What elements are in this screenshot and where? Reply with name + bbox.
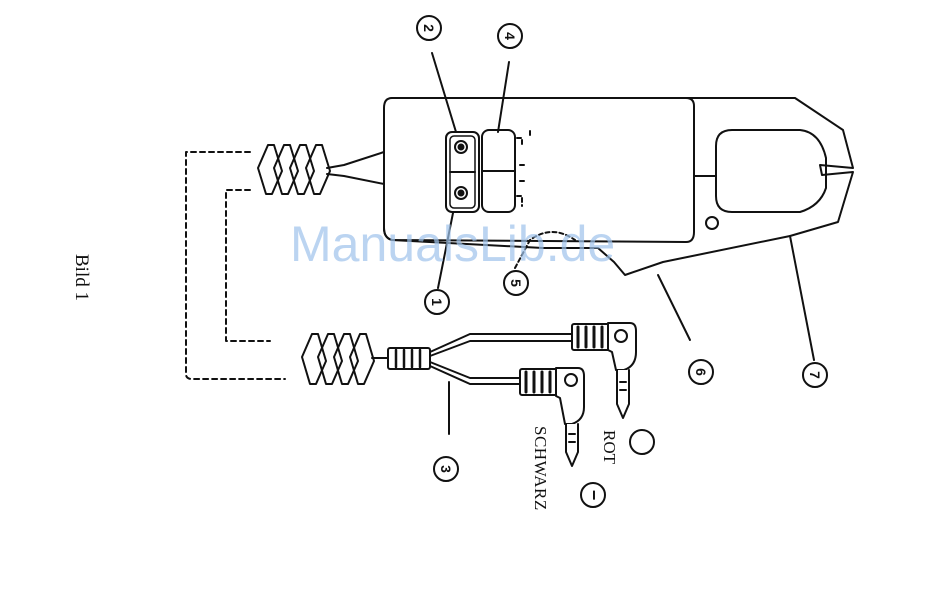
polarity-positive-circle: [630, 430, 654, 454]
dashed-cable: [186, 152, 285, 379]
callout-5: 5: [503, 270, 529, 296]
figure-label: Bild 1: [70, 254, 92, 301]
callout-4: 4: [497, 23, 523, 49]
spiral-connector-bottom: [302, 334, 374, 384]
leader-6: [658, 275, 690, 340]
callout-6: 6: [688, 359, 714, 385]
watermark: ManualsLib.de: [290, 215, 615, 273]
jaw-opening: [716, 130, 826, 212]
callout-3: 3: [433, 456, 459, 482]
callout-1: 1: [424, 289, 450, 315]
leader-7: [790, 236, 814, 360]
cable-splitter: [388, 348, 430, 369]
callout-2: 2: [416, 15, 442, 41]
leader-2: [432, 53, 456, 132]
lead-label-black: SCHWARZ: [530, 426, 550, 511]
cable-top: [327, 152, 384, 184]
lead-red-wire: [430, 334, 572, 356]
lead-label-red: ROT: [599, 430, 619, 464]
polarity-negative-symbol: −: [580, 482, 606, 508]
lead-black-wire: [430, 362, 522, 384]
screw-hole: [706, 217, 718, 229]
callout-7: 7: [802, 362, 828, 388]
spiral-connector-top: [258, 145, 330, 194]
